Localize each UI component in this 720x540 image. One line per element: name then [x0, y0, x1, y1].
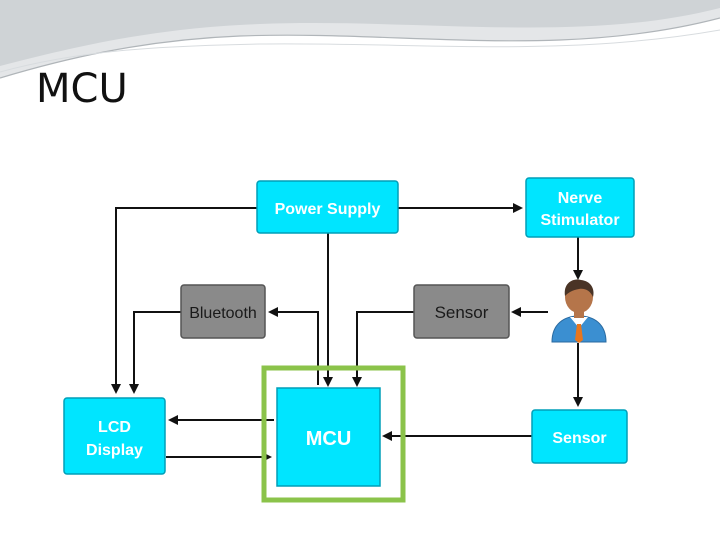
node-bluetooth: Bluetooth	[180, 284, 266, 339]
sensor-gray-label: Sensor	[435, 303, 489, 322]
lcd-display-label-line1: LCD	[98, 419, 131, 436]
node-power-supply: Power Supply	[256, 180, 399, 234]
nerve-stimulator-label-line2: Stimulator	[540, 212, 619, 229]
mcu-label: MCU	[306, 428, 352, 450]
sensor-cyan-label: Sensor	[552, 430, 606, 447]
nerve-stimulator-label-line1: Nerve	[558, 190, 603, 207]
arrow-mcu-to-bluetooth	[268, 307, 319, 385]
node-mcu: MCU	[276, 387, 381, 487]
lcd-display-label-line2: Display	[86, 442, 143, 459]
bluetooth-label: Bluetooth	[189, 305, 257, 322]
node-sensor-cyan: Sensor	[531, 409, 628, 464]
arrow-sensor-gray-to-mcu	[352, 311, 414, 387]
header-swoosh	[0, 0, 720, 79]
connectors	[111, 203, 583, 462]
slide-title: MCU	[36, 66, 128, 112]
person-icon	[551, 279, 607, 343]
node-sensor-gray: Sensor	[413, 284, 510, 339]
node-nerve-stimulator: Nerve Stimulator	[525, 177, 635, 238]
node-lcd-display: LCD Display	[63, 397, 166, 475]
power-supply-label: Power Supply	[275, 201, 381, 218]
arrow-power-to-lcd	[111, 207, 258, 394]
mcu-highlight-frame	[261, 365, 406, 503]
arrow-bluetooth-to-lcd	[129, 311, 181, 394]
